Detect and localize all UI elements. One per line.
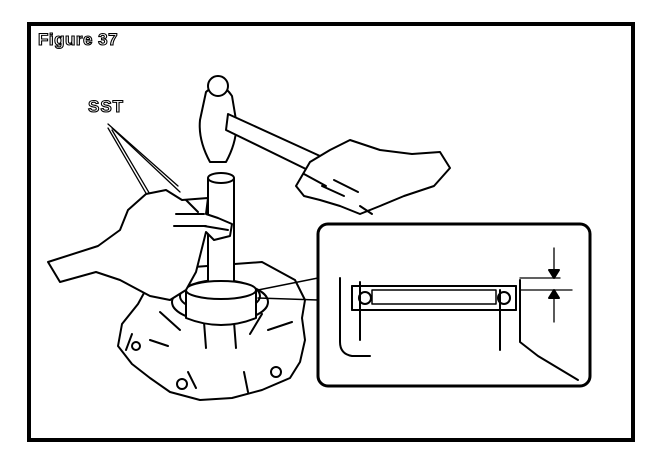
sst-callout-label: SST — [87, 96, 125, 116]
detail-inset — [316, 222, 592, 388]
right-hand — [295, 139, 451, 215]
detail-callout-lines — [257, 277, 319, 301]
hammer — [198, 75, 321, 173]
left-hand — [47, 189, 233, 301]
figure-title: Figure 37 — [37, 29, 119, 49]
